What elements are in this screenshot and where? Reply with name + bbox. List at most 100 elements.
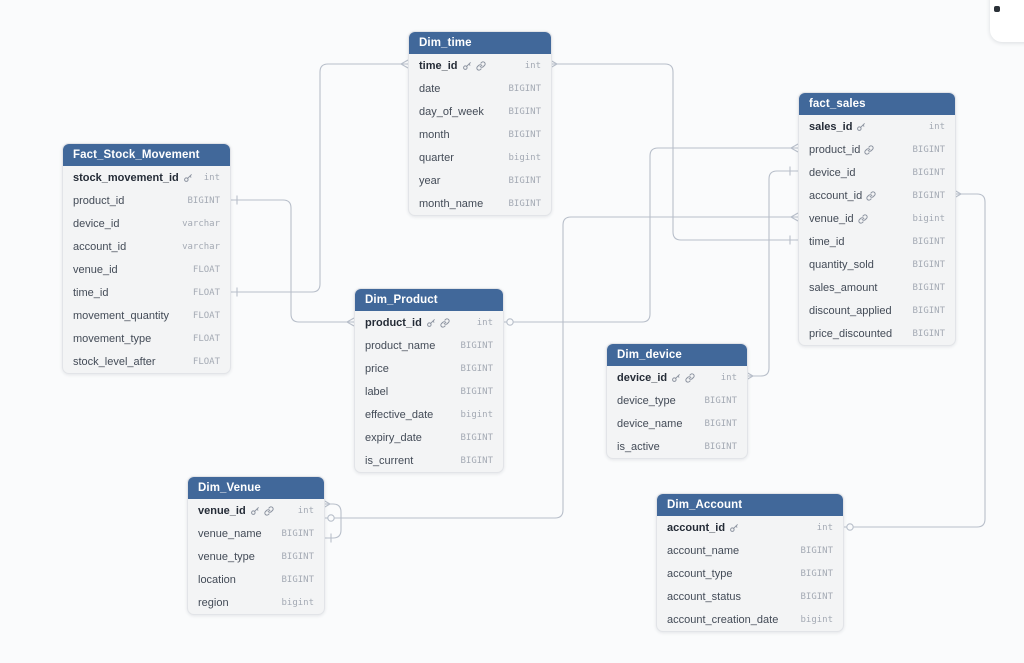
field-type: int [720,372,737,383]
relationship-Dim_Venue.venue_id--fact_sales.venue_id[interactable] [323,212,799,522]
field-row-label[interactable]: label BIGINT [355,380,503,403]
field-row-account_status[interactable]: account_status BIGINT [657,585,843,608]
table-title: Dim_Venue [198,482,261,494]
relationship-Dim_device.device_id--fact_sales.device_id[interactable] [745,166,798,381]
relationship-Fact_Stock_Movement.time_id--Dim_time.time_id[interactable] [229,59,409,297]
field-name: device_id [617,371,668,384]
corner-button-icon [994,6,1000,12]
field-row-date[interactable]: date BIGINT [409,77,551,100]
field-name: region [198,596,229,609]
field-name: month [419,128,450,141]
field-type: bigint [508,152,541,163]
field-name: product_id [73,194,125,207]
table-title: Fact_Stock_Movement [73,149,200,161]
field-type: BIGINT [460,386,493,397]
field-type: bigint [800,614,833,625]
table-header[interactable]: Fact_Stock_Movement [63,144,230,166]
table-header[interactable]: fact_sales [799,93,955,115]
relationship-Fact_Stock_Movement.product_id--Dim_Product.product_id[interactable] [229,195,355,327]
field-name: account_status [667,590,741,603]
field-type: BIGINT [800,545,833,556]
field-type: BIGINT [912,167,945,178]
corner-button[interactable] [990,0,1024,42]
field-type: BIGINT [508,83,541,94]
link-icon [440,317,450,328]
field-type: BIGINT [800,591,833,602]
table-header[interactable]: Dim_device [607,344,747,366]
field-name: discount_applied [809,304,892,317]
field-type: FLOAT [192,287,220,298]
field-name: date [419,82,441,95]
table-header[interactable]: Dim_time [409,32,551,54]
table-title: Dim_time [419,37,472,49]
field-name: movement_quantity [73,309,169,322]
field-type: BIGINT [912,305,945,316]
field-type: BIGINT [912,282,945,293]
field-name: venue_id [198,504,246,517]
link-icon [866,190,876,201]
field-row-device_id[interactable]: device_id int [607,366,747,389]
relationship-Dim_Product.product_id--fact_sales.product_id[interactable] [502,143,799,326]
table-header[interactable]: Dim_Product [355,289,503,311]
table-header[interactable]: Dim_Venue [188,477,324,499]
field-type: BIGINT [460,455,493,466]
field-type: varchar [182,218,220,229]
table-header[interactable]: Dim_Account [657,494,843,516]
field-row-discount_applied[interactable]: discount_applied BIGINT [799,299,955,322]
field-type: BIGINT [508,198,541,209]
field-name: label [365,385,389,398]
field-type: int [524,60,541,71]
field-type: BIGINT [460,432,493,443]
